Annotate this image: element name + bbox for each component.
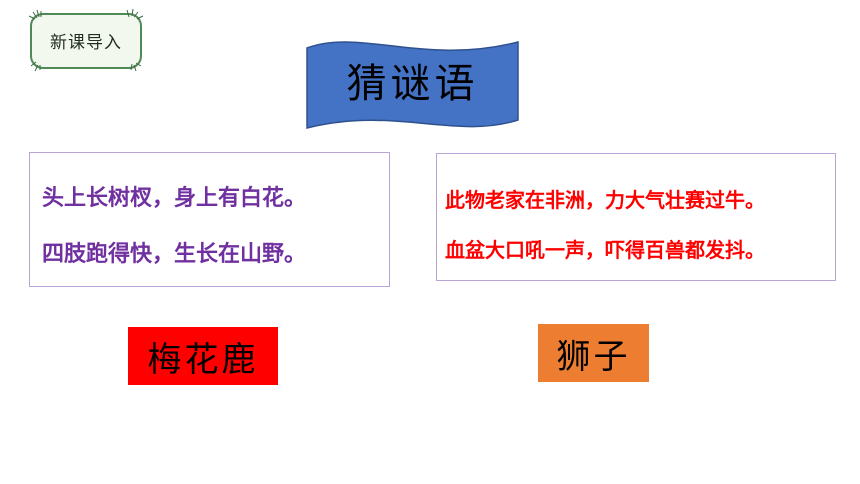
- badge-label: 新课导入: [50, 32, 122, 53]
- section-badge: 新课导入: [27, 8, 145, 72]
- title-banner: 猜谜语: [305, 36, 520, 136]
- riddle-card-lion: 此物老家在非洲，力大气壮赛过牛。 血盆大口吼一声，吓得百兽都发抖。: [436, 153, 836, 281]
- answer-card-deer[interactable]: 梅花鹿: [128, 327, 278, 385]
- riddle-line: 此物老家在非洲，力大气壮赛过牛。: [445, 188, 765, 212]
- answer-card-lion[interactable]: 狮子: [538, 324, 649, 382]
- page-title: 猜谜语: [346, 61, 479, 107]
- riddle-line: 血盆大口吼一声，吓得百兽都发抖。: [445, 238, 765, 262]
- banner-shape: [306, 41, 519, 129]
- riddle-line: 头上长树杈，身上有白花。: [42, 186, 307, 211]
- riddle-card-deer: 头上长树杈，身上有白花。 四肢跑得快，生长在山野。: [29, 152, 390, 287]
- riddle-line: 四肢跑得快，生长在山野。: [42, 242, 307, 267]
- badge-frame: [28, 8, 144, 72]
